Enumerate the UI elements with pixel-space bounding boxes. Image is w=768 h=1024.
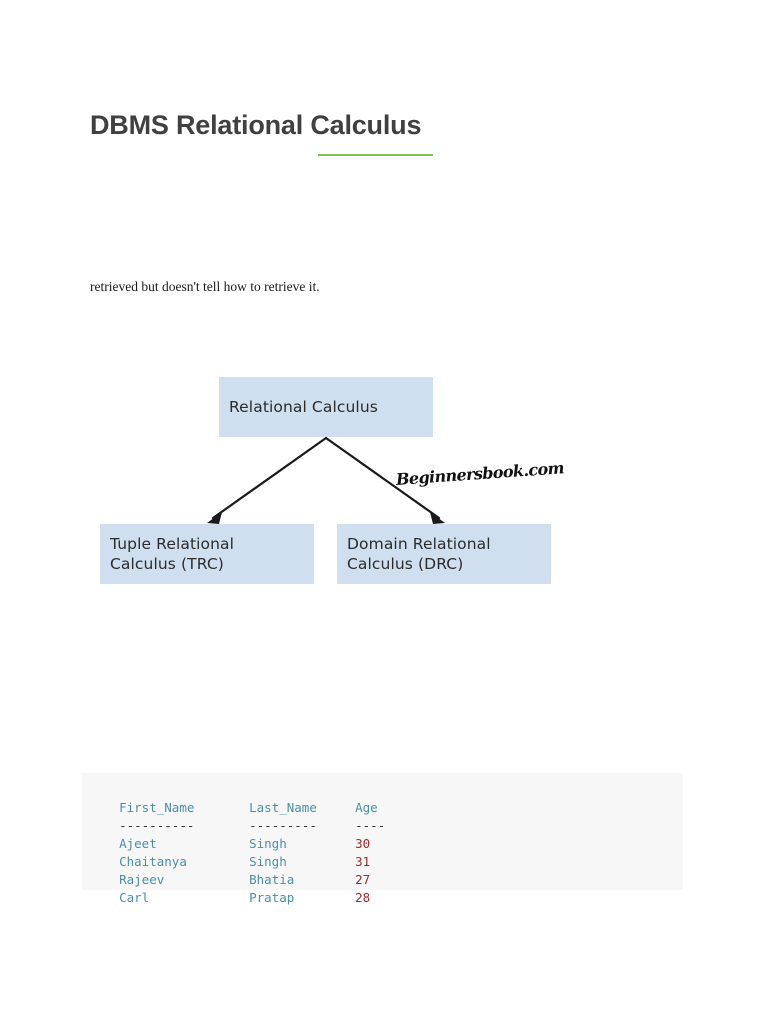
diagram-node-domain-relational-calculus: Domain Relational Calculus (DRC) [337,524,551,584]
cell-age: 30 [355,836,371,851]
separator-last-name: --------- [249,818,317,833]
column-header-age: Age [355,800,378,815]
cell-age: 28 [355,890,371,905]
title-underline-rule [318,154,433,156]
cell-last-name: Singh [249,854,287,869]
arrow-to-trc [207,436,328,524]
cell-last-name: Bhatia [249,872,295,887]
column-header-last-name: Last_Name [249,800,317,815]
separator-first-name: ---------- [119,818,195,833]
page-title: DBMS Relational Calculus [90,110,422,141]
cell-last-name: Singh [249,836,287,851]
diagram-node-trc-label: Tuple Relational Calculus (TRC) [110,534,235,573]
relational-calculus-diagram: Relational Calculus Tuple Relational Cal… [0,360,768,605]
table-header-row: First_Name Last_Name Age [89,781,683,815]
table-row: Chaitanya Singh 31 [89,835,683,869]
diagram-arrows-svg [207,436,445,524]
cell-age: 31 [355,854,371,869]
cell-last-name: Pratap [249,890,295,905]
diagram-node-relational-calculus: Relational Calculus [219,377,433,437]
diagram-node-drc-label: Domain Relational Calculus (DRC) [347,534,491,573]
diagram-node-root-label: Relational Calculus [229,397,378,416]
table-row: Rajeev Bhatia 27 [89,853,683,887]
cell-first-name: Chaitanya [119,854,187,869]
arrow-to-drc [324,436,445,524]
column-header-first-name: First_Name [119,800,195,815]
table-row: Ajeet Singh 30 [89,817,683,851]
cell-age: 27 [355,872,371,887]
cell-first-name: Rajeev [119,872,165,887]
cell-first-name: Carl [119,890,150,905]
table-separator-row: ----------------------- [89,799,683,833]
table-row: Carl Pratap 28 [89,871,683,905]
cell-first-name: Ajeet [119,836,157,851]
separator-age: ---- [355,818,386,833]
diagram-node-tuple-relational-calculus: Tuple Relational Calculus (TRC) [100,524,314,584]
body-paragraph: retrieved but doesn't tell how to retrie… [90,278,320,294]
